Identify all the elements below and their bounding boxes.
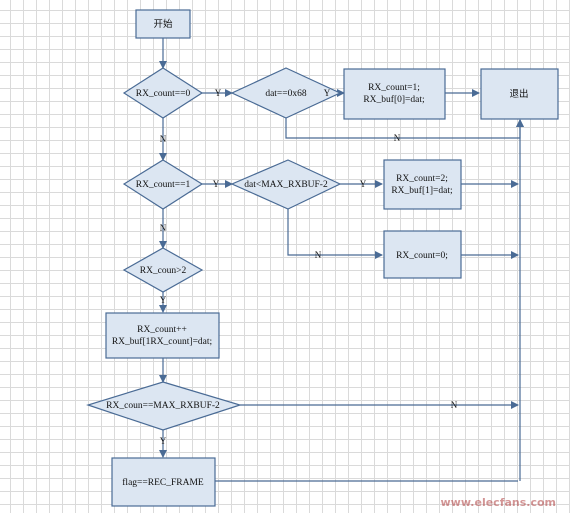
label-max-no: N xyxy=(451,400,458,410)
decision-count-eq-max xyxy=(86,381,243,431)
process-reset-count-label: RX_count=0; xyxy=(396,251,448,261)
label-dat68-no: N xyxy=(394,133,401,143)
decision-count-gt2-label: RX_coun>2 xyxy=(140,266,187,276)
decision-count-gt2 xyxy=(122,247,204,293)
decision-dat-eq-68 xyxy=(230,67,342,119)
nodes: 开始 RX_count==0 dat==0x68 RX_count=1; RX_… xyxy=(86,9,559,507)
process-increment-line2: RX_buf[1RX_count]=dat; xyxy=(112,336,212,347)
start-label: 开始 xyxy=(153,18,173,30)
process-set-flag xyxy=(111,457,216,507)
label-count0-no: N xyxy=(160,134,167,144)
process-increment xyxy=(105,312,220,359)
process-set-flag-label: flag==REC_FRAME xyxy=(122,477,204,488)
decision-count-eq1-label: RX_count==1 xyxy=(136,180,191,190)
process-set-count1-line2: RX_buf[0]=dat; xyxy=(363,94,424,105)
edge-datmax-no xyxy=(287,209,383,259)
process-increment-line1: RX_count++ xyxy=(137,325,187,335)
label-count1-yes: Y xyxy=(213,179,220,189)
label-datmax-no: N xyxy=(315,250,322,260)
watermark: www.elecfans.com xyxy=(440,496,556,509)
label-max-yes: Y xyxy=(160,436,167,446)
process-set-count2-line2: RX_buf[1]=dat; xyxy=(391,185,452,196)
start-node xyxy=(135,9,191,39)
decision-count-eq1 xyxy=(122,159,204,210)
edge-dat68-no xyxy=(285,118,524,139)
edges xyxy=(159,38,524,482)
exit-node xyxy=(480,68,559,120)
edge-labels: Y Y N N Y Y N N Y N Y xyxy=(160,88,458,446)
label-dat68-yes: Y xyxy=(324,88,331,98)
decision-dat-lt-max-label: dat<MAX_RXBUF-2 xyxy=(244,180,328,190)
label-count0-yes: Y xyxy=(215,88,222,98)
decision-count-eq0 xyxy=(122,67,204,119)
decision-dat-lt-max xyxy=(230,159,342,210)
label-gt2-yes: Y xyxy=(160,295,167,305)
decision-dat-eq-68-label: dat==0x68 xyxy=(265,89,307,99)
label-datmax-yes: Y xyxy=(360,179,367,189)
decision-count-eq0-label: RX_count==0 xyxy=(136,89,191,99)
process-set-count2-line1: RX_count=2; xyxy=(396,174,448,184)
process-reset-count xyxy=(383,230,462,279)
exit-label: 退出 xyxy=(509,88,528,100)
label-count1-no: N xyxy=(160,223,167,233)
process-set-count1 xyxy=(343,68,446,120)
process-set-count2 xyxy=(383,159,462,210)
decision-count-eq-max-label: RX_coun==MAX_RXBUF-2 xyxy=(106,401,220,411)
process-set-count1-line1: RX_count=1; xyxy=(368,83,420,93)
